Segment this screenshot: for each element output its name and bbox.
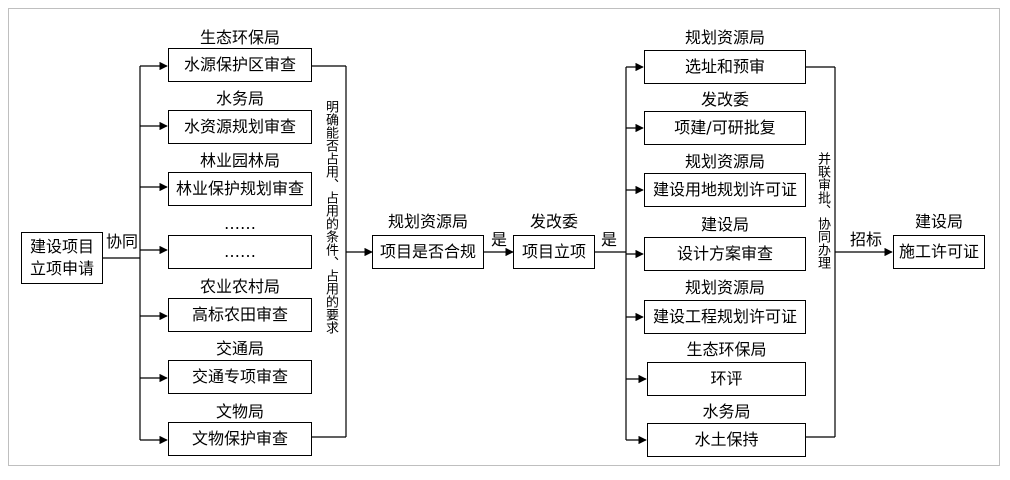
right-agency-2: 发改委 bbox=[700, 90, 749, 109]
right-agency-5: 规划资源局 bbox=[684, 278, 765, 297]
start-text: 建设项目 立项申请 bbox=[29, 237, 94, 278]
right-step-text-2: 项建/可研批复 bbox=[674, 118, 776, 137]
right-agency-3: 规划资源局 bbox=[684, 152, 765, 171]
right-step-text-5: 建设工程规划许可证 bbox=[652, 307, 797, 326]
right-agency-7: 水务局 bbox=[702, 402, 751, 421]
left-agency-4: …… bbox=[224, 214, 256, 233]
yes-label-2: 是 bbox=[600, 230, 617, 249]
right-step-box-2: 项建/可研批复 bbox=[644, 111, 806, 145]
right-step-box-5: 建设工程规划许可证 bbox=[644, 300, 806, 334]
diagram-frame bbox=[8, 8, 1000, 466]
left-review-box-4: …… bbox=[168, 235, 312, 269]
final-box: 施工许可证 bbox=[893, 235, 985, 269]
right-step-box-3: 建设用地规划许可证 bbox=[644, 173, 806, 207]
coordination-label: 协同 bbox=[105, 232, 138, 251]
final-text: 施工许可证 bbox=[898, 242, 979, 261]
left-review-box-6: 交通专项审查 bbox=[168, 360, 312, 394]
compliance-agency: 规划资源局 bbox=[387, 212, 468, 231]
right-step-text-7: 水土保持 bbox=[694, 430, 759, 449]
left-review-box-7: 文物保护审查 bbox=[168, 422, 312, 456]
left-review-text-5: 高标农田审查 bbox=[191, 305, 288, 324]
left-agency-6: 交通局 bbox=[215, 339, 264, 358]
right-step-text-4: 设计方案审查 bbox=[676, 244, 773, 263]
left-agency-1: 生态环保局 bbox=[199, 28, 280, 47]
left-review-box-5: 高标农田审查 bbox=[168, 298, 312, 332]
left-agency-5: 农业农村局 bbox=[199, 277, 280, 296]
compliance-text: 项目是否合规 bbox=[379, 242, 476, 261]
left-merge-note: 明确能否占用、占用的条件、占用的要求 bbox=[323, 100, 338, 334]
right-agency-4: 建设局 bbox=[700, 215, 749, 234]
compliance-box: 项目是否合规 bbox=[372, 235, 484, 269]
left-review-box-3: 林业保护规划审查 bbox=[168, 172, 312, 206]
approval-box: 项目立项 bbox=[513, 235, 595, 269]
final-agency: 建设局 bbox=[914, 212, 963, 231]
start-box: 建设项目 立项申请 bbox=[21, 232, 103, 284]
left-review-box-2: 水资源规划审查 bbox=[168, 110, 312, 144]
left-review-text-1: 水源保护区审查 bbox=[183, 55, 296, 74]
approval-agency: 发改委 bbox=[529, 212, 578, 231]
yes-label-1: 是 bbox=[490, 230, 507, 249]
left-review-text-3: 林业保护规划审查 bbox=[175, 179, 304, 198]
left-agency-2: 水务局 bbox=[215, 89, 264, 108]
left-review-text-7: 文物保护审查 bbox=[191, 429, 288, 448]
right-step-box-4: 设计方案审查 bbox=[644, 237, 806, 271]
left-agency-3: 林业园林局 bbox=[199, 151, 280, 170]
left-review-box-1: 水源保护区审查 bbox=[168, 48, 312, 82]
right-agency-1: 规划资源局 bbox=[684, 28, 765, 47]
left-review-text-6: 交通专项审查 bbox=[191, 367, 288, 386]
right-merge-note: 并联审批、协同办理 bbox=[815, 152, 830, 269]
left-review-text-4: …… bbox=[224, 242, 256, 261]
right-step-box-1: 选址和预审 bbox=[644, 50, 806, 84]
bidding-label: 招标 bbox=[849, 230, 882, 249]
right-step-box-7: 水土保持 bbox=[647, 423, 806, 457]
right-step-text-6: 环评 bbox=[710, 369, 743, 388]
approval-text: 项目立项 bbox=[521, 242, 586, 261]
right-step-box-6: 环评 bbox=[647, 362, 806, 396]
right-agency-6: 生态环保局 bbox=[686, 340, 767, 359]
left-review-text-2: 水资源规划审查 bbox=[183, 117, 296, 136]
right-step-text-3: 建设用地规划许可证 bbox=[652, 180, 797, 199]
right-step-text-1: 选址和预审 bbox=[684, 57, 765, 76]
left-agency-7: 文物局 bbox=[215, 402, 264, 421]
